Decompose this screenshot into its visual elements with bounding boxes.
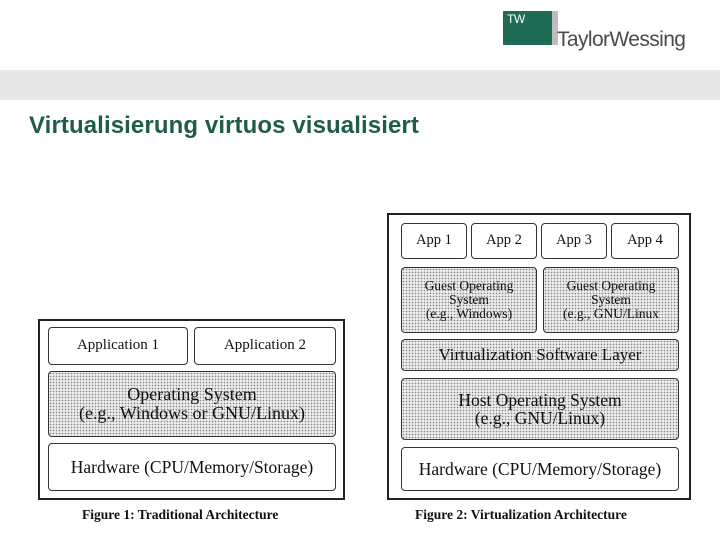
application-1-box: Application 1 — [48, 327, 188, 365]
application-1-label: Application 1 — [76, 337, 160, 354]
guest-os-linux-line-3: (e.g., GNU/Linux — [563, 306, 659, 322]
host-os-box: Host Operating System (e.g., GNU/Linux) — [401, 378, 679, 440]
logo-grey-stripe — [552, 11, 558, 45]
host-os-label: Host Operating System — [458, 389, 622, 410]
header-band — [0, 70, 720, 100]
app-4-label: App 4 — [627, 232, 663, 249]
figure-1-caption: Figure 1: Traditional Architecture — [82, 507, 279, 522]
hardware-box-virtualization: Hardware (CPU/Memory/Storage) — [401, 447, 679, 491]
guest-os-windows-box: Guest Operating System (e.g., Windows) — [401, 267, 537, 333]
virtualization-layer-label: Virtualization Software Layer — [438, 345, 642, 365]
app-2-label: App 2 — [486, 232, 522, 249]
slide-title: Virtualisierung virtuos visualisiert — [29, 112, 419, 139]
guest-os-linux-line-1: Guest Operating — [566, 277, 656, 293]
taylor-wessing-logo: TW TaylorWessing — [503, 11, 703, 53]
virtualization-layer-box: Virtualization Software Layer — [401, 339, 679, 371]
hardware-label-virtualization: Hardware (CPU/Memory/Storage) — [418, 458, 662, 479]
logo-monogram: TW — [507, 12, 525, 26]
application-2-box: Application 2 — [194, 327, 336, 365]
app-1-box: App 1 — [401, 223, 467, 259]
app-1-label: App 1 — [416, 232, 452, 249]
app-3-box: App 3 — [541, 223, 607, 259]
logo-wordmark: TaylorWessing — [557, 28, 686, 51]
figure-2-caption: Figure 2: Virtualization Architecture — [415, 507, 627, 522]
operating-system-example: (e.g., Windows or GNU/Linux) — [79, 403, 305, 423]
figure-traditional-architecture: Application 1 Application 2 Operating Sy… — [38, 319, 345, 500]
hardware-label: Hardware (CPU/Memory/Storage) — [70, 456, 314, 477]
guest-os-windows-line-3: (e.g., Windows) — [425, 306, 513, 322]
app-3-label: App 3 — [556, 232, 592, 249]
guest-os-windows-line-1: Guest Operating — [424, 277, 514, 293]
app-2-box: App 2 — [471, 223, 537, 259]
figure-virtualization-architecture: App 1 App 2 App 3 App 4 Guest Operating … — [387, 213, 691, 500]
application-2-label: Application 2 — [223, 337, 307, 354]
hardware-box: Hardware (CPU/Memory/Storage) — [48, 443, 336, 491]
app-4-box: App 4 — [611, 223, 679, 259]
guest-os-linux-box: Guest Operating System (e.g., GNU/Linux — [543, 267, 679, 333]
host-os-example: (e.g., GNU/Linux) — [474, 408, 606, 428]
operating-system-label: Operating System — [127, 384, 257, 405]
logo-monogram-block: TW — [503, 11, 552, 45]
guest-os-windows-line-2: System — [449, 291, 489, 307]
guest-os-linux-line-2: System — [591, 291, 631, 307]
operating-system-box: Operating System (e.g., Windows or GNU/L… — [48, 371, 336, 437]
